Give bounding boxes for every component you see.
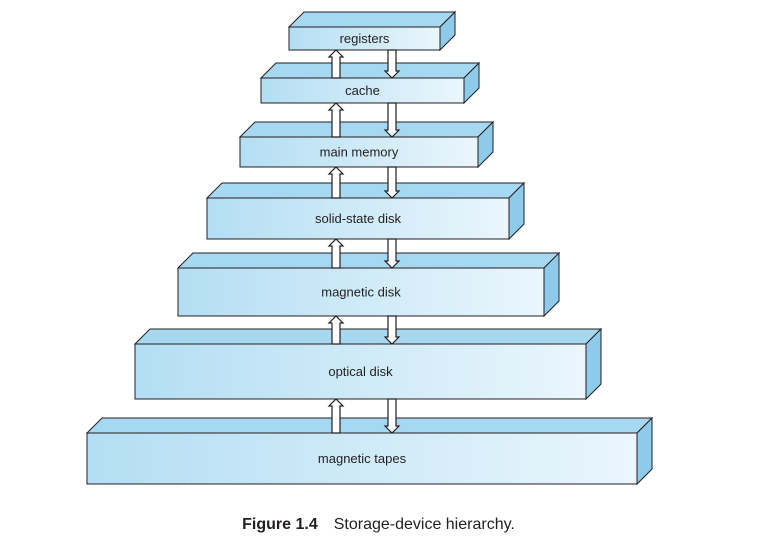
- box-top-face: [259, 62, 481, 79]
- up-arrow-icon: [327, 49, 345, 79]
- level-label: registers: [340, 31, 390, 46]
- level-label: magnetic tapes: [318, 451, 407, 466]
- down-arrow-icon: [383, 398, 401, 434]
- level-label: cache: [345, 83, 380, 98]
- box-front-face: [288, 26, 441, 51]
- box-front-face: [239, 136, 479, 168]
- down-arrow-icon: [383, 49, 401, 79]
- up-arrow-icon: [327, 315, 345, 345]
- box-front-face: [260, 77, 465, 104]
- level-optical-disk: optical disk: [133, 327, 603, 401]
- figure-caption-text: Storage-device hierarchy.: [333, 516, 515, 533]
- level-magnetic-tapes: magnetic tapes: [85, 416, 654, 486]
- up-arrow-icon: [327, 398, 345, 434]
- transfer-arrows: [327, 102, 401, 138]
- level-magnetic-disk: magnetic disk: [176, 251, 561, 318]
- transfer-arrows: [327, 166, 401, 199]
- up-arrow-icon: [327, 166, 345, 199]
- level-label: main memory: [320, 145, 399, 160]
- box-front-face: [206, 197, 510, 240]
- box-front-face: [177, 267, 545, 317]
- box-top-face: [287, 11, 457, 28]
- up-arrow-icon: [327, 238, 345, 269]
- transfer-arrows: [327, 238, 401, 269]
- transfer-arrows: [327, 49, 401, 79]
- down-arrow-icon: [383, 166, 401, 199]
- level-solid-state-disk: solid-state disk: [205, 181, 526, 241]
- level-cache: cache: [259, 61, 481, 105]
- box-top-face: [205, 182, 526, 199]
- box-top-face: [133, 328, 603, 345]
- down-arrow-icon: [383, 102, 401, 138]
- level-registers: registers: [287, 10, 457, 52]
- down-arrow-icon: [383, 238, 401, 269]
- down-arrow-icon: [383, 315, 401, 345]
- up-arrow-icon: [327, 102, 345, 138]
- box-top-face: [176, 252, 561, 269]
- figure-caption: Figure 1.4 Storage-device hierarchy.: [0, 516, 757, 534]
- box-front-face: [134, 343, 587, 400]
- level-label: solid-state disk: [315, 211, 401, 226]
- box-top-face: [85, 417, 654, 434]
- figure-number: Figure 1.4: [242, 516, 318, 533]
- box-front-face: [86, 432, 638, 485]
- transfer-arrows: [327, 398, 401, 434]
- level-label: magnetic disk: [321, 285, 401, 300]
- transfer-arrows: [327, 315, 401, 345]
- level-main-memory: main memory: [238, 120, 495, 169]
- level-label: optical disk: [328, 364, 393, 379]
- box-top-face: [238, 121, 495, 138]
